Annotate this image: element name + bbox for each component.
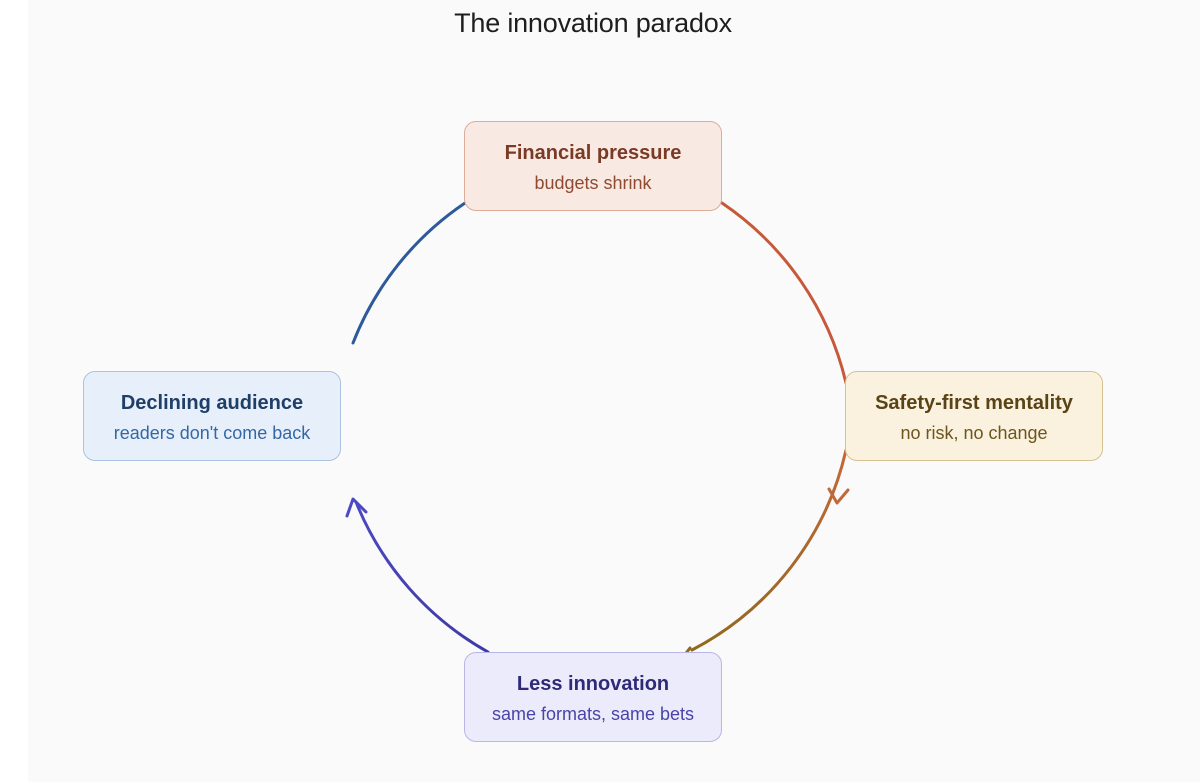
node-safety-first-mentality: Safety-first mentality no risk, no chang… — [845, 371, 1103, 461]
arrow-innovation-to-audience — [354, 500, 490, 654]
arrow-safety-to-innovation — [690, 448, 848, 652]
arrowhead-safety-side — [827, 487, 850, 505]
node-sublabel: no risk, no change — [900, 423, 1048, 443]
arrowhead-audience — [345, 497, 368, 518]
arrow-audience-to-financial — [351, 201, 467, 345]
node-sublabel: budgets shrink — [534, 173, 652, 193]
node-financial-pressure: Financial pressure budgets shrink — [464, 121, 722, 211]
node-declining-audience: Declining audience readers don't come ba… — [83, 371, 341, 461]
node-sublabel: readers don't come back — [113, 423, 311, 443]
node-label: Declining audience — [120, 392, 304, 414]
node-sublabel: same formats, same bets — [491, 704, 695, 724]
diagram-title: The innovation paradox — [454, 8, 732, 38]
node-less-innovation: Less innovation same formats, same bets — [464, 652, 722, 742]
node-label: Financial pressure — [504, 142, 682, 164]
arrow-financial-to-safety — [720, 201, 848, 385]
node-label: Less innovation — [516, 673, 670, 695]
node-label: Safety-first mentality — [875, 392, 1073, 414]
